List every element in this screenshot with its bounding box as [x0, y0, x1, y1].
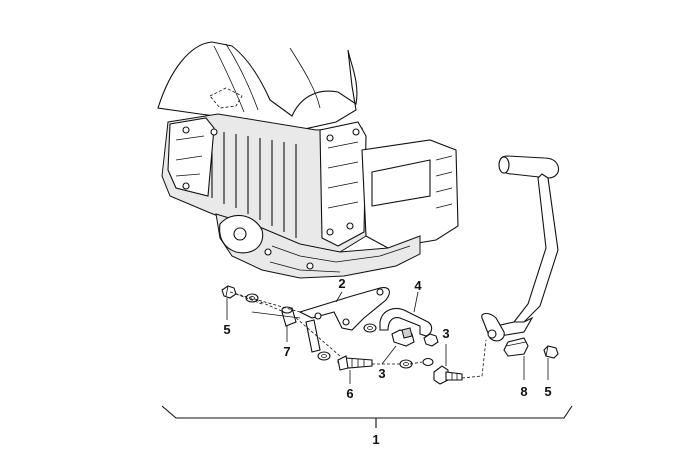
- spacer-lower: [305, 319, 321, 353]
- engine-illustration: [157, 41, 459, 279]
- callout-5-left: 5: [223, 322, 230, 337]
- callout-4: 4: [414, 278, 422, 293]
- leader-lines: [226, 291, 549, 384]
- callout-3-right: 3: [442, 326, 449, 341]
- callout-7: 7: [283, 344, 290, 359]
- callout-5-right: 5: [544, 384, 551, 399]
- callouts: 1 2 3 3 4 5 5 6 7 8: [223, 276, 551, 447]
- crash-bar-illustration: [481, 155, 560, 359]
- callout-3-lower-left: 3: [378, 366, 385, 381]
- assembly-lines: [229, 291, 487, 379]
- hardware-parts: [221, 285, 463, 385]
- bracket-2: [298, 287, 390, 331]
- callout-2: 2: [338, 276, 345, 291]
- callout-8: 8: [520, 384, 527, 399]
- nut-5-left: [221, 285, 237, 299]
- bracket-4: [379, 307, 433, 337]
- assembly-brace: [161, 405, 573, 428]
- callout-1: 1: [372, 432, 379, 447]
- callout-6: 6: [346, 386, 353, 401]
